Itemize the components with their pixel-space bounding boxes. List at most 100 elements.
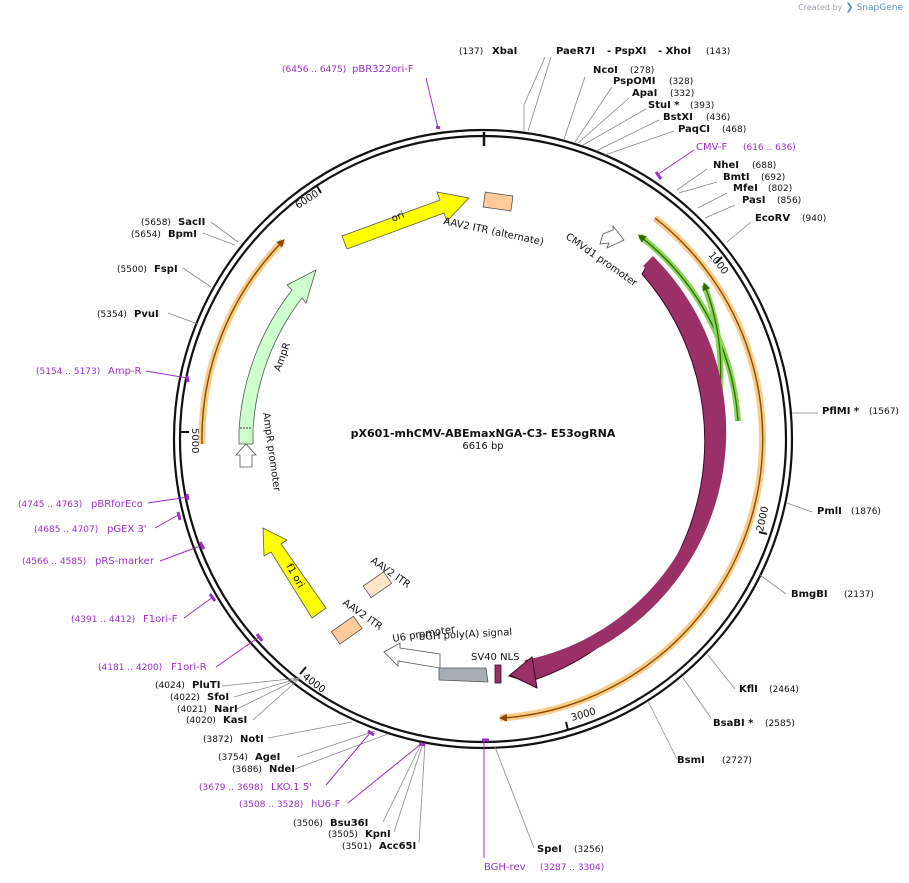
ampr-feature — [238, 269, 317, 445]
enzyme-kasi-pos: (4020) — [186, 716, 216, 726]
bgh-polya-feature — [438, 667, 489, 683]
enzyme-pspxi-name: - PspXI — [607, 46, 646, 57]
primer-cmv-f-range: (616 .. 636) — [743, 143, 796, 153]
primer-pbrforeco-name: pBRforEco — [91, 499, 143, 510]
enzyme-kpni-name: KpnI — [365, 829, 391, 840]
primer-bgh-rev-range: (3287 .. 3304) — [540, 863, 604, 873]
enzyme-bmgbi-name: BmgBI — [791, 589, 828, 600]
enzyme-xbai-pos: (137) — [459, 47, 483, 57]
primer-f1ori-r-name: F1ori-R — [171, 662, 207, 673]
enzyme-bpmi-name: BpmI — [168, 229, 197, 240]
primer-pbr322ori-f-name: pBR322ori-F — [352, 64, 414, 75]
enzyme-acc65i-pos: (3501) — [342, 842, 372, 852]
enzyme-pmli-name: PmlI — [817, 506, 842, 517]
ampr-promoter-feature — [235, 443, 257, 468]
enzyme-bstxi-name: BstXI — [663, 112, 693, 123]
enzyme-paer7i-name: PaeR7I — [556, 46, 595, 57]
enzyme-bsabi-name: BsaBI * — [713, 718, 754, 729]
enzyme-sfoi-name: SfoI — [207, 692, 229, 703]
enzyme-ncoi-pos: (278) — [630, 66, 654, 76]
enzyme-connectors — [167, 56, 818, 849]
enzyme-sacii-pos: (5658) — [141, 218, 171, 228]
enzyme-kfli-name: KflI — [739, 684, 758, 695]
enzyme-xbai-name: XbaI — [492, 46, 517, 57]
enzyme-pasi-pos: (856) — [777, 196, 801, 206]
primer-pbr322ori-f-range: (6456 .. 6475) — [282, 65, 346, 75]
enzyme-pluti-name: PluTI — [192, 680, 220, 691]
orf-left-arc-line — [201, 239, 285, 445]
cmvd1-promoter-feature — [599, 224, 625, 249]
plasmid-name: pX601-mhCMV-ABEmaxNGA-C3- E53ogRNA — [351, 427, 616, 440]
enzyme-fspi-pos: (5500) — [117, 265, 147, 275]
enzyme-bmti-name: BmtI — [723, 172, 750, 183]
enzyme-fspi-name: FspI — [154, 264, 178, 275]
primer-amp-r-name: Amp-R — [108, 366, 142, 377]
enzyme-ndei-name: NdeI — [269, 764, 295, 775]
cas9-arrowhead — [509, 656, 538, 689]
ampr-promoter-label: AmpR promoter — [260, 412, 282, 493]
aav2-itr-2-feature — [330, 615, 363, 645]
enzyme-bsabi-pos: (2585) — [765, 719, 795, 729]
primer-lko15-name: LKO.1 5' — [271, 782, 312, 793]
enzyme-spei-name: SpeI — [537, 844, 562, 855]
enzyme-pvui-pos: (5354) — [97, 310, 127, 320]
enzyme-pmli-pos: (1876) — [851, 507, 881, 517]
aav2-itr-alternate-feature — [482, 191, 514, 212]
u6-promoter-feature — [383, 642, 441, 669]
enzyme-stui-pos: (393) — [690, 101, 714, 111]
primer-hu6-f-range: (3508 .. 3528) — [239, 800, 303, 810]
enzyme-paqci-pos: (468) — [722, 125, 746, 135]
enzyme-nhei-name: NheI — [713, 160, 739, 171]
enzyme-pspomi-pos: (328) — [669, 77, 693, 87]
enzyme-pvui-name: PvuI — [134, 309, 159, 320]
ampr-label: AmpR — [272, 341, 293, 373]
ori-feature — [341, 191, 470, 250]
enzyme-kasi-name: KasI — [223, 715, 247, 726]
enzyme-stui-name: StuI * — [648, 100, 680, 111]
enzyme-bpmi-pos: (5654) — [131, 230, 161, 240]
enzyme-xhoi-pos: (143) — [706, 47, 730, 57]
enzyme-noti-pos: (3872) — [203, 735, 233, 745]
enzyme-bmti-pos: (692) — [761, 173, 785, 183]
orf-large-arc-line — [499, 217, 764, 722]
enzyme-pflmi-pos: (1567) — [869, 407, 899, 417]
ori-label: ori — [390, 210, 406, 225]
primer-pgex3-range: (4685 .. 4707) — [34, 525, 98, 535]
f1-ori-feature — [262, 527, 327, 619]
primer-amp-r-range: (5154 .. 5173) — [36, 367, 100, 377]
snapgene-credit: Created by ❯ SnapGene — [798, 2, 903, 13]
enzyme-mfei-pos: (802) — [768, 184, 792, 194]
enzyme-ncoi-name: NcoI — [593, 65, 618, 76]
cas9-feature-body — [524, 256, 727, 674]
enzyme-ndei-pos: (3686) — [232, 765, 262, 775]
enzyme-apai-name: ApaI — [632, 88, 657, 99]
primer-pbrforeco-range: (4745 .. 4763) — [18, 500, 82, 510]
enzyme-acc65i-name: Acc65I — [379, 841, 416, 852]
enzyme-pluti-pos: (4024) — [155, 681, 185, 691]
enzyme-nari-pos: (4021) — [177, 705, 207, 715]
enzyme-bmgbi-pos: (2137) — [844, 590, 874, 600]
bgh-polya-label: bGH poly(A) signal — [419, 627, 513, 643]
enzyme-bstxi-pos: (436) — [706, 113, 730, 123]
credit-brand: SnapGene — [856, 2, 903, 13]
sv40-nls-feature — [494, 664, 502, 684]
enzyme-pspomi-name: PspOMI — [613, 76, 655, 87]
enzyme-agei-pos: (3754) — [218, 753, 248, 763]
enzyme-pflmi-name: PflMI * — [822, 406, 860, 417]
enzyme-agei-name: AgeI — [255, 752, 280, 763]
enzyme-xhoi-name: - XhoI — [658, 46, 691, 57]
primer-f1ori-f-range: (4391 .. 4412) — [71, 615, 135, 625]
enzyme-sfoi-pos: (4022) — [170, 693, 200, 703]
primer-pgex3-name: pGEX 3' — [107, 524, 147, 535]
aav2-itr-alternate-label: AAV2 ITR (alternate) — [442, 216, 544, 248]
backbone-outer-ring — [172, 128, 794, 750]
enzyme-bsmi-pos: (2727) — [722, 756, 752, 766]
primer-connectors — [145, 77, 695, 858]
enzyme-bsu36i-name: Bsu36I — [330, 818, 368, 829]
enzyme-nari-name: NarI — [214, 704, 238, 715]
sv40-nls-label: SV40 NLS — [471, 652, 520, 663]
snapgene-logo-icon: ❯ — [845, 2, 854, 13]
enzyme-apai-pos: (332) — [670, 89, 694, 99]
credit-prefix: Created by — [798, 3, 843, 12]
